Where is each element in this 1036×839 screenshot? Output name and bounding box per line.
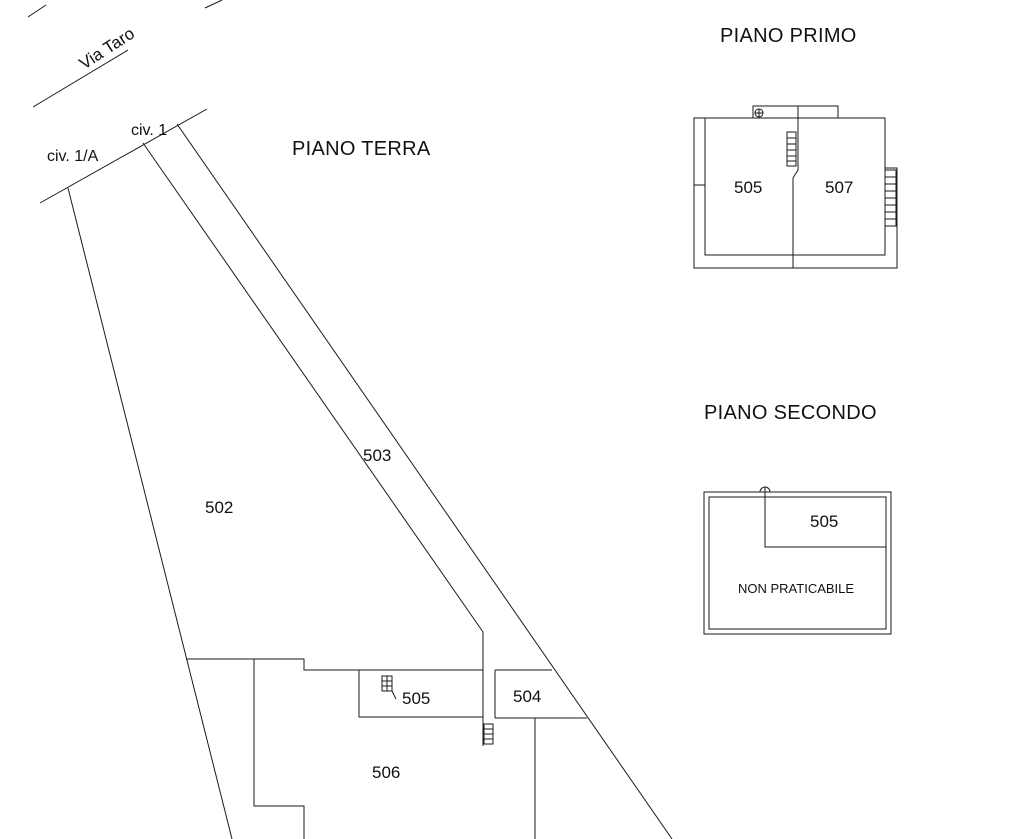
stairs-icon-first-floor-inner	[786, 131, 797, 167]
second-floor-room-505	[764, 492, 886, 548]
unit-506-label: 506	[372, 763, 400, 782]
first-floor-plan: 505 507	[693, 105, 898, 269]
first-floor-partition	[792, 106, 799, 268]
first-floor-outline-inner	[704, 118, 886, 256]
street-edge-lower	[32, 49, 129, 108]
first-floor-outline-outer	[693, 105, 898, 269]
street-via-taro: Via Taro	[27, 0, 223, 108]
lot-boundary-right	[176, 123, 673, 839]
frontage-line	[39, 108, 208, 204]
second-floor-note: NON PRATICABILE	[738, 581, 854, 596]
stairs-inner-box	[786, 131, 797, 167]
lot-boundary-left	[67, 187, 233, 839]
first-floor-unit-505-label: 505	[734, 178, 762, 197]
ground-floor-title: PIANO TERRA	[292, 138, 431, 160]
unit-502-label: 502	[205, 498, 233, 517]
lot-frontage: civ. 1 civ. 1/A	[39, 108, 208, 204]
unit-506-left-wall	[253, 659, 305, 839]
stairs-step-a4	[391, 690, 397, 700]
civic-number-1a: civ. 1/A	[47, 148, 99, 165]
street-name: Via Taro	[76, 24, 138, 74]
building-top-wall	[186, 658, 483, 671]
second-floor-unit-505-label: 505	[810, 512, 838, 531]
unit-505-label: 505	[402, 689, 430, 708]
second-floor-outline-inner	[708, 496, 887, 630]
stairs-icon	[381, 675, 494, 745]
unit-505-room	[358, 670, 483, 718]
unit-504-label: 504	[513, 687, 541, 706]
civic-number-1: civ. 1	[131, 122, 167, 139]
first-floor-title: PIANO PRIMO	[720, 25, 857, 47]
passage-503-inner-line	[142, 142, 484, 633]
second-floor-outline-outer	[703, 491, 892, 635]
second-floor-plan: 505 NON PRATICABILE	[703, 486, 892, 635]
first-floor-unit-507-label: 507	[825, 178, 853, 197]
stairs-icon-first-floor-outer	[884, 169, 897, 227]
street-edge-top-left	[27, 4, 47, 18]
second-floor-title: PIANO SECONDO	[704, 402, 877, 424]
unit-503-label: 503	[363, 446, 391, 465]
ground-floor-plan: 502 503 505 504 506	[67, 123, 673, 839]
street-edge-top-right	[204, 0, 223, 9]
